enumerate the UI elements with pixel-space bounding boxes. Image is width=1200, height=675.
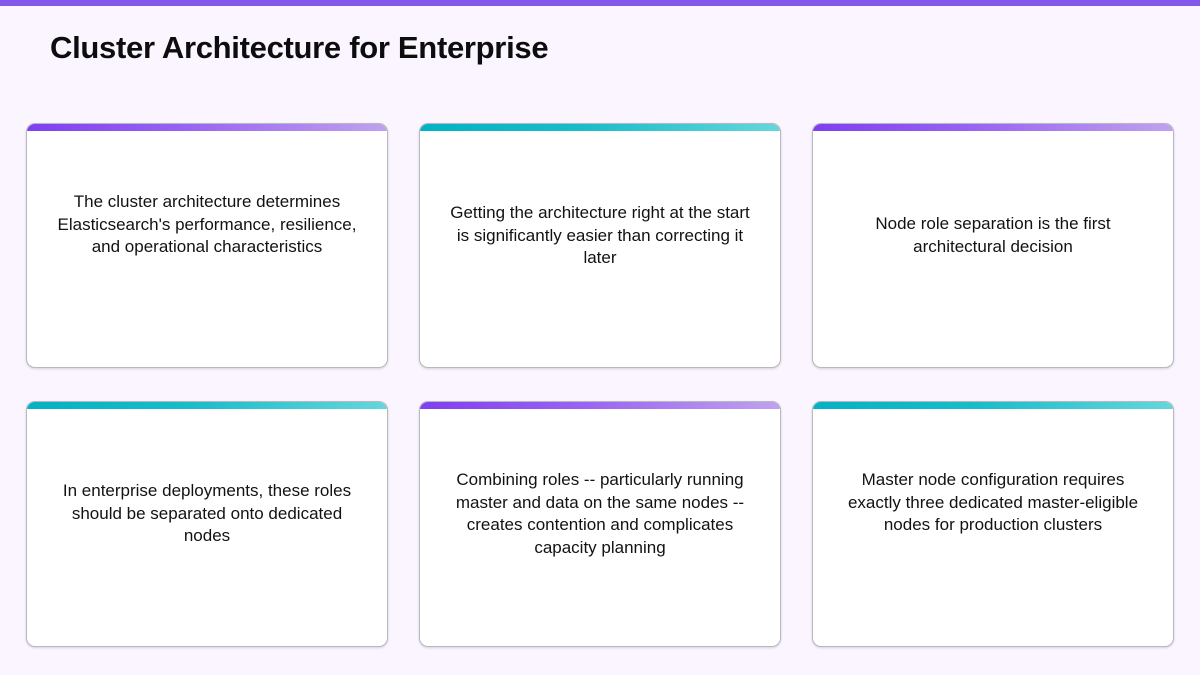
card-text: Master node configuration requires exact… (847, 470, 1139, 534)
card-text: Combining roles -- particularly running … (455, 470, 745, 557)
card-body: The cluster architecture determines Elas… (27, 131, 387, 367)
top-accent-bar (0, 0, 1200, 6)
card-accent-bar-teal (813, 402, 1173, 409)
card-accent-bar-purple (27, 124, 387, 131)
card-accent-bar-teal (27, 402, 387, 409)
card-accent-bar-teal (420, 124, 780, 131)
content-card-6[interactable]: Master node configuration requires exact… (812, 401, 1174, 647)
card-body: Getting the architecture right at the st… (420, 131, 780, 367)
content-card-1[interactable]: The cluster architecture determines Elas… (26, 123, 388, 368)
content-card-2[interactable]: Getting the architecture right at the st… (419, 123, 781, 368)
content-card-4[interactable]: In enterprise deployments, these roles s… (26, 401, 388, 647)
card-text: In enterprise deployments, these roles s… (62, 481, 352, 545)
card-accent-bar-purple (813, 124, 1173, 131)
card-text: Getting the architecture right at the st… (450, 203, 750, 267)
content-card-3[interactable]: Node role separation is the first archit… (812, 123, 1174, 368)
card-body: In enterprise deployments, these roles s… (27, 409, 387, 646)
card-text: Node role separation is the first archit… (875, 214, 1111, 256)
card-accent-bar-purple (420, 402, 780, 409)
page-title: Cluster Architecture for Enterprise (50, 30, 549, 65)
card-body: Master node configuration requires exact… (813, 409, 1173, 646)
card-grid: The cluster architecture determines Elas… (26, 123, 1174, 647)
card-text: The cluster architecture determines Elas… (57, 192, 357, 256)
card-body: Combining roles -- particularly running … (420, 409, 780, 646)
content-card-5[interactable]: Combining roles -- particularly running … (419, 401, 781, 647)
card-body: Node role separation is the first archit… (813, 131, 1173, 367)
